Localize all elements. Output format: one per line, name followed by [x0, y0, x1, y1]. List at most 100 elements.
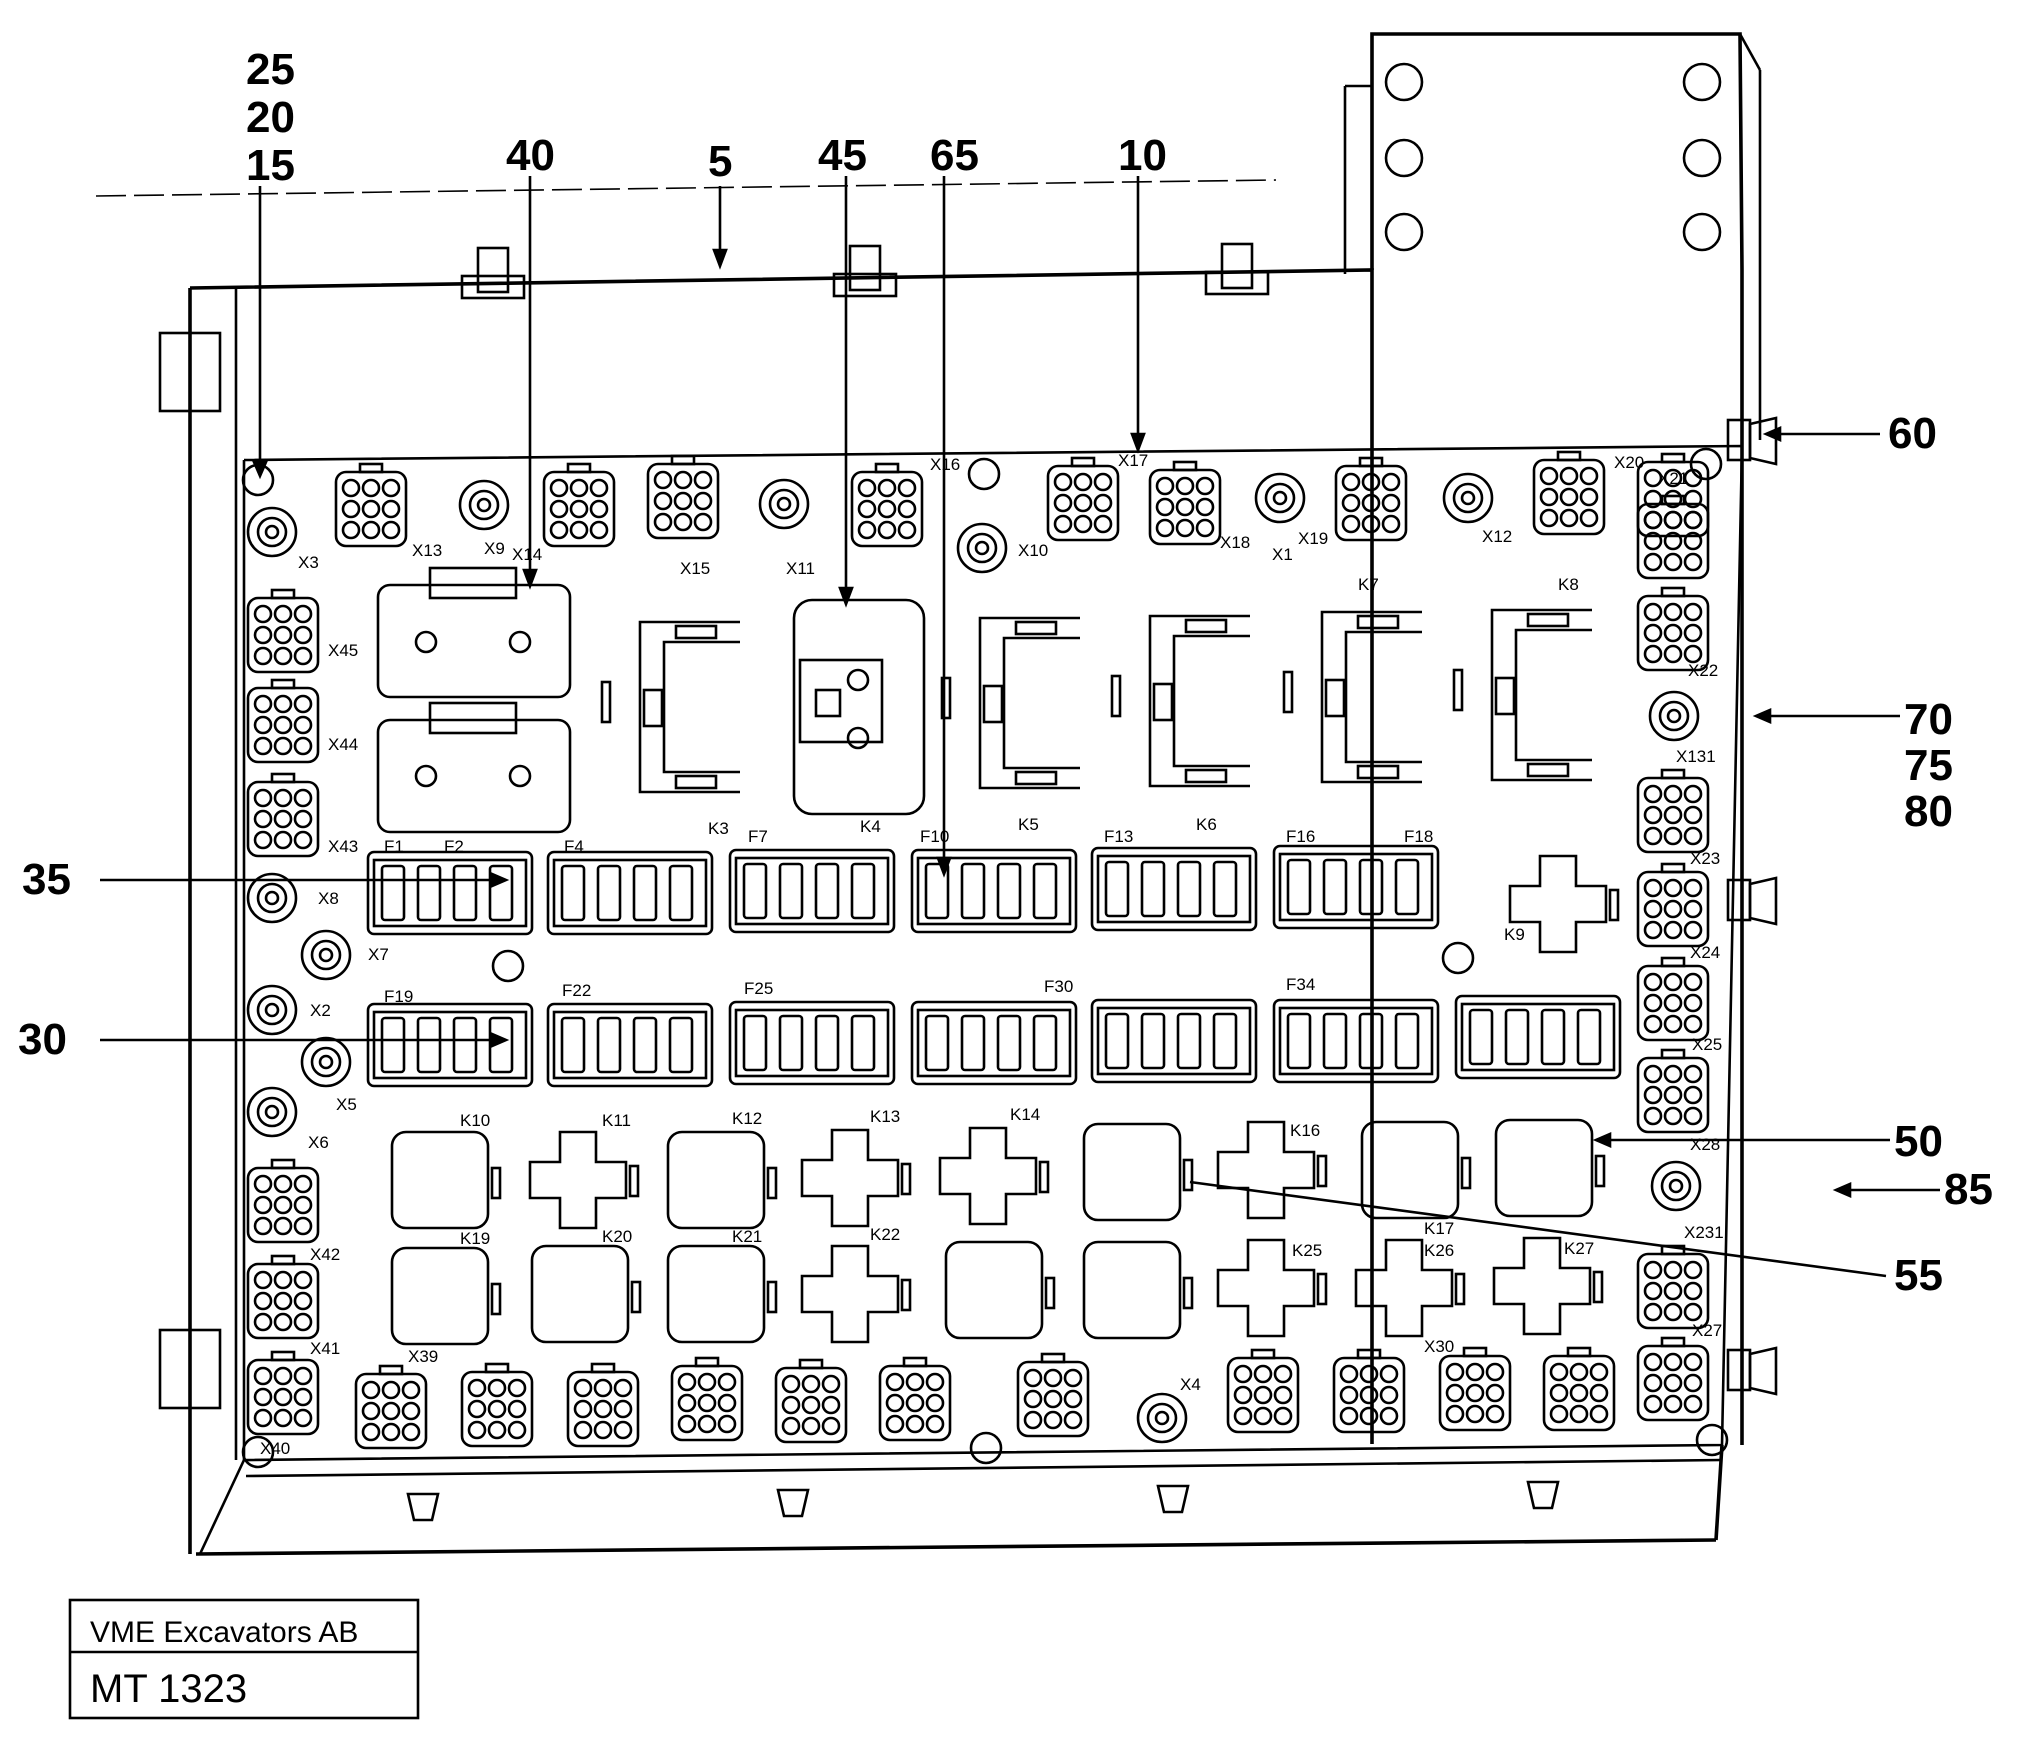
- square-relay-4: [1494, 1118, 1606, 1218]
- square-relay-2: [1082, 1122, 1194, 1222]
- fuse-block-7: [546, 1002, 714, 1088]
- connector-bottom-2: [566, 1362, 640, 1448]
- square-relay-9: [1082, 1240, 1194, 1340]
- label-x23: X23: [1690, 849, 1720, 868]
- label-x6: X6: [308, 1133, 329, 1152]
- connector-top-6: [1334, 456, 1408, 542]
- connector-top-7: [1532, 450, 1606, 536]
- studs: [246, 472, 1702, 1444]
- callout-25: 25: [246, 45, 295, 94]
- label-x5: X5: [336, 1095, 357, 1114]
- label-x17: X17: [1118, 451, 1148, 470]
- label-x7: X7: [368, 945, 389, 964]
- connector-top-3: [850, 462, 924, 548]
- label-x1: X1: [1272, 545, 1293, 564]
- label-x25: X25: [1692, 1035, 1722, 1054]
- fuse-block-0: [366, 850, 534, 936]
- connector-right-3: [1636, 862, 1710, 948]
- stud-13: [1650, 1160, 1702, 1212]
- label-k5: K5: [1018, 815, 1039, 834]
- connector-left-1: [246, 678, 320, 764]
- connector-top-1: [542, 462, 616, 548]
- cross-relay-0: [528, 1130, 640, 1230]
- label-f16: F16: [1286, 827, 1315, 846]
- stud-7: [300, 929, 352, 981]
- stud-10: [246, 1086, 298, 1138]
- connector-left-3: [246, 1158, 320, 1244]
- connector-bottom-10: [1542, 1346, 1616, 1432]
- label-k26: K26: [1424, 1241, 1454, 1260]
- square-relay-1: [666, 1130, 778, 1230]
- label-f34: F34: [1286, 975, 1315, 994]
- square-relay-8: [944, 1240, 1056, 1340]
- fuse-block-4: [1090, 846, 1258, 932]
- label-x10: X10: [1018, 541, 1048, 560]
- label-x18: X18: [1220, 533, 1250, 552]
- label-x9: X9: [484, 539, 505, 558]
- label-f19: F19: [384, 987, 413, 1006]
- cross-relay-6: [1354, 1238, 1466, 1338]
- label-x39: X39: [408, 1347, 438, 1366]
- mount-holes: [241, 447, 1729, 1469]
- label-k17: K17: [1424, 1219, 1454, 1238]
- connector-top-4: [1046, 456, 1120, 542]
- relay-sockets: [600, 608, 1592, 794]
- square-relay-0: [390, 1130, 502, 1230]
- connector-right-0: [1636, 494, 1710, 580]
- label-x40: X40: [260, 1439, 290, 1458]
- label-k7: K7: [1358, 575, 1379, 594]
- cross-relay-3: [1216, 1120, 1328, 1220]
- fuse-block-9: [910, 1000, 1078, 1086]
- fuse-block-8: [728, 1000, 896, 1086]
- relay-socket-2: [1110, 614, 1250, 788]
- label-f22: F22: [562, 981, 591, 1000]
- label-f13: F13: [1104, 827, 1133, 846]
- label-k22: K22: [870, 1225, 900, 1244]
- fuse-block-6: [366, 1002, 534, 1088]
- connector-bottom-9: [1438, 1346, 1512, 1432]
- connector-top-0: [334, 462, 408, 548]
- cross-relay-7: [1492, 1236, 1604, 1336]
- callout-15: 15: [246, 141, 295, 190]
- relay-socket-0: [600, 620, 740, 794]
- callout-85: 85: [1944, 1165, 1993, 1214]
- square-relay-7: [666, 1244, 778, 1344]
- stud-6: [246, 872, 298, 924]
- label-x131: X131: [1676, 747, 1716, 766]
- label-k25: K25: [1292, 1241, 1322, 1260]
- label-x42: X42: [310, 1245, 340, 1264]
- cross-relay-2: [938, 1126, 1050, 1226]
- label-x8: X8: [318, 889, 339, 908]
- callout-50: 50: [1894, 1117, 1943, 1166]
- callout-45: 45: [818, 131, 867, 180]
- fuse-blocks: [366, 844, 1622, 1088]
- stud-3: [956, 522, 1008, 574]
- label-x12: X12: [1482, 527, 1512, 546]
- connector-top-2: [646, 454, 720, 540]
- connector-bottom-5: [878, 1356, 952, 1442]
- label-k12: K12: [732, 1109, 762, 1128]
- cross-relay-5: [1216, 1238, 1328, 1338]
- stud-12: [1648, 690, 1700, 742]
- label-f30: F30: [1044, 977, 1073, 996]
- label-x2: X2: [310, 1001, 331, 1020]
- label-f2: F2: [444, 837, 464, 856]
- label-k10: K10: [460, 1111, 490, 1130]
- label-x24: X24: [1690, 943, 1720, 962]
- connector-right-6: [1636, 1244, 1710, 1330]
- label-x3: X3: [298, 553, 319, 572]
- label-x15: X15: [680, 559, 710, 578]
- callout-leaders: [100, 176, 1940, 1278]
- stud-0: [246, 506, 298, 558]
- callout-80: 80: [1904, 787, 1953, 836]
- fuse-block-10: [1090, 998, 1258, 1084]
- stud-5: [1442, 472, 1494, 524]
- cross-relay-1: [800, 1128, 912, 1228]
- label-x21: X21: [1658, 469, 1688, 488]
- connector-bottom-4: [774, 1358, 848, 1444]
- connector-bottom-8: [1332, 1348, 1406, 1434]
- label-f10: F10: [920, 827, 949, 846]
- connector-left-0: [246, 588, 320, 674]
